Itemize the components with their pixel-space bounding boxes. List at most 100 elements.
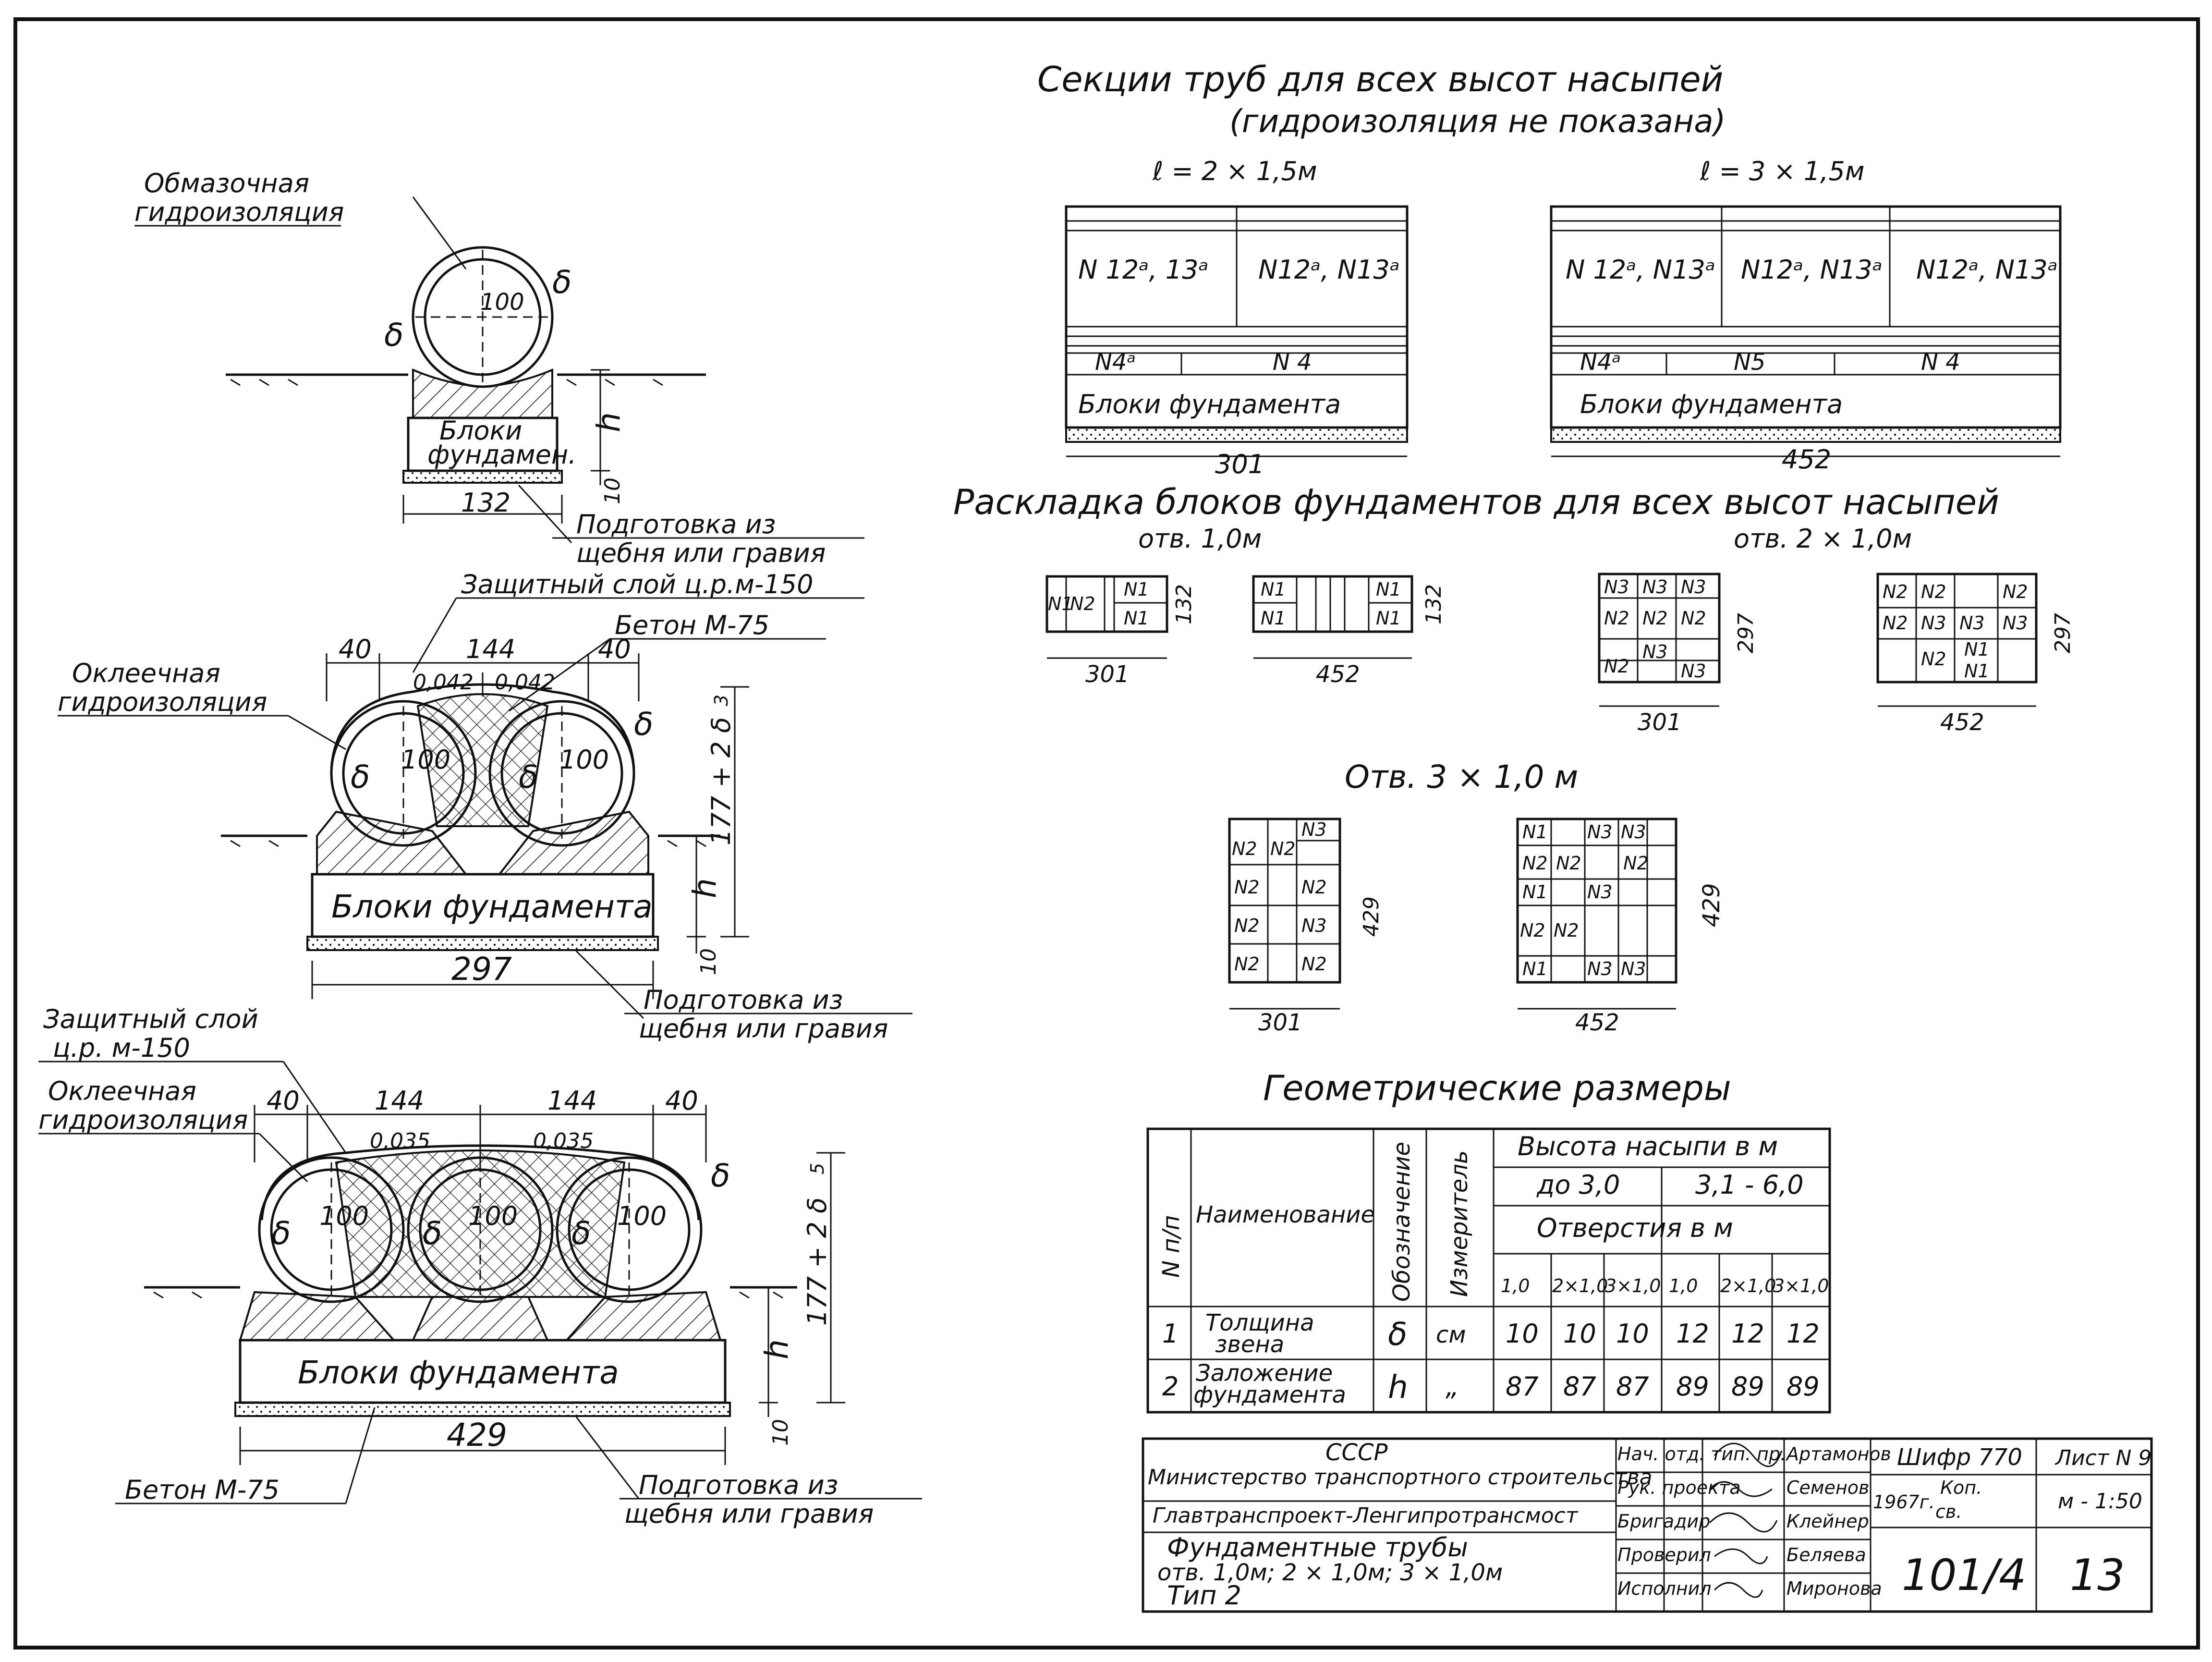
geo-r2-v1: 87 bbox=[1506, 1371, 1539, 1402]
stamp-role2: Рук. проекта bbox=[1617, 1477, 1740, 1498]
stamp-name2: Семенов bbox=[1787, 1477, 1869, 1498]
l2-b-n2d: N2 bbox=[1883, 612, 1908, 634]
fig3-dim-144b: 144 bbox=[547, 1086, 597, 1116]
geo-r1-v2: 10 bbox=[1563, 1319, 1596, 1349]
geo-r2-v4: 89 bbox=[1676, 1371, 1709, 1402]
fig1-base-line2: щебня или гравия bbox=[576, 538, 826, 568]
geometry-table: Геометрические размеры N п/п Наименовани… bbox=[1146, 1068, 1831, 1414]
layout-2x1-301: N3 N3 N3 N2 N2 N2 N2 N3 N3 301 297 bbox=[1598, 573, 1758, 736]
geo-r2-unit: „ bbox=[1446, 1371, 1459, 1402]
geo-r2-v6: 89 bbox=[1787, 1371, 1820, 1402]
geo-col-5: 2×1,0 bbox=[1720, 1275, 1776, 1296]
stamp-role4: Проверил bbox=[1617, 1544, 1711, 1565]
section-right-cell-2: N12ᵃ, N13ᵃ bbox=[1741, 255, 1883, 285]
fig3-delta-b: δ bbox=[423, 1215, 442, 1252]
fig2-width: 297 bbox=[451, 951, 512, 988]
stamp-name4: Беляева bbox=[1787, 1544, 1866, 1565]
geo-r2-symbol: h bbox=[1388, 1369, 1408, 1405]
geo-col-1: 1,0 bbox=[1501, 1275, 1530, 1296]
layout-2x1-452: N2 N2 N2 N2 N3 N3 N3 N2 N1 N1 452 297 bbox=[1876, 573, 2075, 736]
fig2-protect: Защитный слой ц.р.м-150 bbox=[461, 569, 813, 599]
pipe-sections: Секции труб для всех высот насыпей (гидр… bbox=[1037, 59, 2062, 479]
l3-a-n3a: N3 bbox=[1301, 819, 1327, 840]
l3-b-n2a: N2 bbox=[1522, 853, 1548, 874]
l3-a-n2b: N2 bbox=[1270, 838, 1296, 859]
l1-b-depth: 132 bbox=[1422, 584, 1446, 624]
l3-a-n3b: N3 bbox=[1301, 915, 1327, 936]
fig3-h: h bbox=[758, 1339, 795, 1359]
section-right-cell-1: N 12ᵃ, N13ᵃ bbox=[1566, 255, 1715, 285]
fig2-dim-144: 144 bbox=[466, 634, 515, 664]
section-right-width: 452 bbox=[1782, 444, 1831, 475]
fig1-delta-right: δ bbox=[552, 264, 571, 301]
fig3-delta-c: δ bbox=[571, 1215, 591, 1252]
fig3-glued-line2: гидроизоляция bbox=[38, 1105, 248, 1135]
fig3-pipe-middle bbox=[407, 1156, 554, 1303]
l2-a-n3e: N3 bbox=[1681, 660, 1706, 682]
stamp-role3: Бригадир bbox=[1617, 1511, 1710, 1532]
l3-b-n1b: N1 bbox=[1522, 881, 1548, 903]
geo-head-h1: до 3,0 bbox=[1536, 1170, 1620, 1200]
stamp-signatures bbox=[1709, 1442, 1783, 1598]
layout-3x1-301: N2 N2 N3 N2 N2 N2 N3 N2 N2 301 429 bbox=[1228, 818, 1384, 1036]
geo-head-openings: Отверстия в м bbox=[1537, 1213, 1733, 1243]
geo-r1-v3: 10 bbox=[1616, 1319, 1649, 1349]
geometry-title: Геометрические размеры bbox=[1263, 1068, 1731, 1108]
title-stamp: СССР Министерство транспортного строител… bbox=[1142, 1437, 2153, 1613]
stamp-copy1: Коп. bbox=[1940, 1477, 1982, 1498]
l3-b-n2b: N2 bbox=[1556, 853, 1581, 874]
l2-b-n2e: N2 bbox=[1921, 648, 1946, 670]
geo-r1-name2: звена bbox=[1215, 1331, 1284, 1358]
section-left-cell-1: N 12ᵃ, 13ᵃ bbox=[1078, 255, 1209, 285]
l1-b-width: 452 bbox=[1316, 661, 1360, 688]
stamp-code: Шифр 770 bbox=[1897, 1444, 2022, 1471]
stamp-org3: Главтранспроект-Ленгипротрансмост bbox=[1153, 1503, 1579, 1528]
l2-a-n2b: N2 bbox=[1642, 608, 1668, 629]
l3-b-n1c: N1 bbox=[1522, 958, 1548, 979]
geo-r1-unit: см bbox=[1436, 1321, 1466, 1348]
section-left-foundation: Блоки фундамента bbox=[1078, 389, 1341, 419]
fig2-delta-a: δ bbox=[351, 758, 370, 795]
l1-a-n2: N2 bbox=[1070, 593, 1095, 614]
stamp-title2: отв. 1,0м; 2 × 1,0м; 3 × 1,0м bbox=[1157, 1559, 1503, 1586]
fig1-width: 132 bbox=[461, 488, 510, 518]
l2-b-n3c: N3 bbox=[2003, 612, 2028, 634]
fig3-foundation: Блоки фундамента bbox=[298, 1354, 619, 1391]
l3-b-n3b: N3 bbox=[1621, 821, 1646, 843]
l1-b-n1b: N1 bbox=[1261, 608, 1286, 629]
layout-sub1: отв. 1,0м bbox=[1138, 524, 1262, 554]
geo-r2-n: 2 bbox=[1162, 1371, 1179, 1402]
fig2-dim-40a: 40 bbox=[339, 634, 372, 664]
l2-b-width: 452 bbox=[1940, 709, 1984, 736]
fig3-ten: 10 bbox=[768, 1419, 793, 1446]
fig2-glued-line1: Оклеечная bbox=[72, 658, 220, 688]
l3-b-n2c: N2 bbox=[1623, 853, 1649, 874]
fig2-glued-line2: гидроизоляция bbox=[58, 687, 267, 717]
layout-sub2: отв. 2 × 1,0м bbox=[1734, 524, 1912, 554]
fig3-dim-40b: 40 bbox=[665, 1086, 698, 1116]
l1-a-width: 301 bbox=[1085, 661, 1130, 688]
fig3-delta-d: δ bbox=[711, 1157, 730, 1194]
stamp-sheet: 13 bbox=[2070, 1550, 2125, 1601]
l1-a-n1: N1 bbox=[1048, 593, 1073, 614]
geo-r1-name1: Толщина bbox=[1205, 1309, 1314, 1336]
geo-r2-name1: Заложение bbox=[1196, 1360, 1333, 1387]
geo-r1-v6: 12 bbox=[1787, 1319, 1820, 1349]
fig3-height: 177 + 2 δ bbox=[802, 1198, 832, 1326]
l2-b-n2b: N2 bbox=[1921, 581, 1946, 602]
fig3-protect-line1: Защитный слой bbox=[43, 1004, 258, 1034]
geo-r1-n: 1 bbox=[1162, 1319, 1179, 1349]
l2-b-n3a: N3 bbox=[1921, 612, 1946, 634]
l1-a-n1c: N1 bbox=[1124, 608, 1149, 629]
geo-col-4: 1,0 bbox=[1669, 1275, 1698, 1296]
fig2-three: 3 bbox=[711, 695, 732, 706]
geo-head-unit: Измеритель bbox=[1446, 1150, 1473, 1297]
l1-a-depth: 132 bbox=[1172, 584, 1196, 624]
block-layout: Раскладка блоков фундаментов для всех вы… bbox=[953, 482, 2075, 1036]
stamp-name1: Артамонов bbox=[1785, 1443, 1891, 1465]
l2-a-n2d: N2 bbox=[1604, 656, 1629, 677]
l2-a-n2c: N2 bbox=[1681, 608, 1706, 629]
fig2-base-line1: Подготовка из bbox=[644, 985, 843, 1015]
l3-a-n2c: N2 bbox=[1234, 877, 1260, 898]
